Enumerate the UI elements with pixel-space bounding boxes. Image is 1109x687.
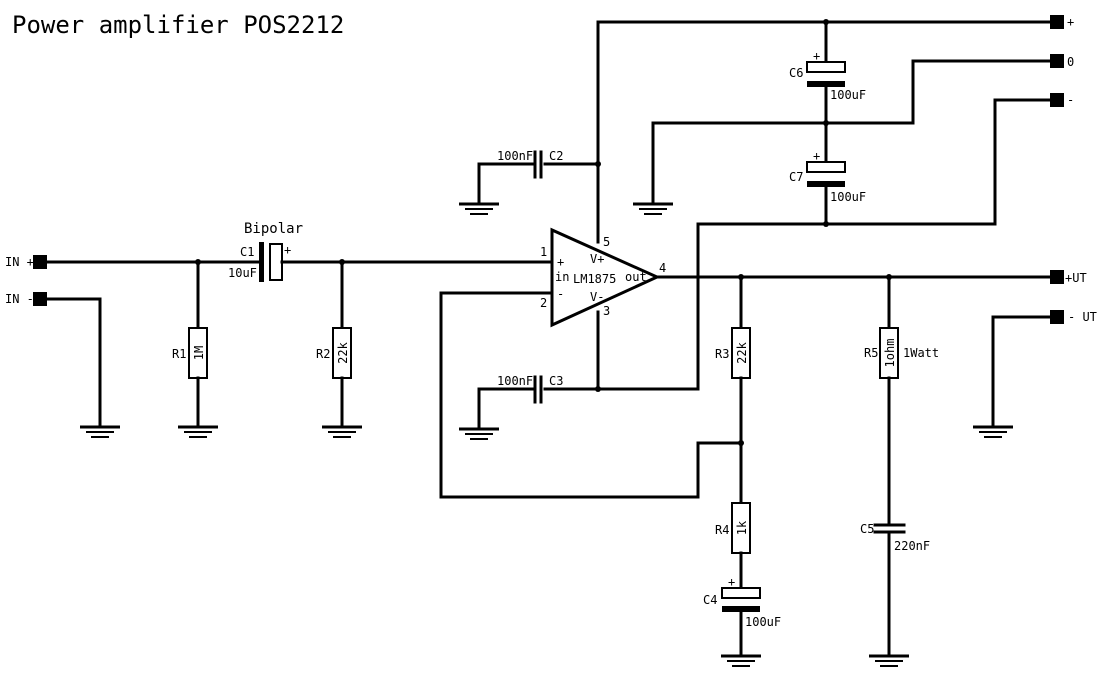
c1-bipolar-note: Bipolar xyxy=(244,221,303,237)
r1-ref: R1 xyxy=(172,347,186,361)
ic-in-minus: - xyxy=(557,287,564,301)
supply-zero-label: 0 xyxy=(1067,55,1074,69)
junction-dot xyxy=(738,440,744,446)
terminal-supply-minus[interactable]: - xyxy=(1050,93,1074,107)
capacitor-c6 xyxy=(806,61,846,73)
opamp-lm1875 xyxy=(550,227,661,328)
c7-plus-sign: + xyxy=(813,149,820,163)
r2-ref: R2 xyxy=(316,347,330,361)
ic-pin-5: 5 xyxy=(603,235,610,249)
capacitor-c1 xyxy=(259,242,283,282)
c1-value: 10uF xyxy=(228,266,257,280)
wire-c2-left xyxy=(477,162,535,204)
terminal-supply-zero[interactable]: 0 xyxy=(1050,54,1074,69)
ic-pin-4: 4 xyxy=(659,261,666,275)
r3-value: 22k xyxy=(735,341,749,363)
diagram-title: Power amplifier POS2212 xyxy=(12,11,344,39)
wire-supply-zero xyxy=(651,59,1052,204)
ic-pin-2: 2 xyxy=(540,296,547,310)
ic-name: LM1875 xyxy=(573,272,616,286)
r5-ref: R5 xyxy=(864,346,878,360)
r2-value: 22k xyxy=(336,341,350,363)
ground-symbol xyxy=(971,425,1015,439)
ic-in-plus: + xyxy=(557,255,564,269)
input-minus-label: IN - xyxy=(5,292,34,306)
ground-symbol xyxy=(631,202,675,216)
ground-symbol xyxy=(176,425,220,439)
c2-ref: C2 xyxy=(549,149,563,163)
ground-symbol xyxy=(867,654,911,668)
r5-value: 1ohm xyxy=(883,339,897,368)
c6-value: 100uF xyxy=(830,88,866,102)
capacitor-c4-plate xyxy=(722,606,760,612)
out-plus-label: +UT xyxy=(1065,271,1087,285)
c6-plus-sign: + xyxy=(813,49,820,63)
ground-symbol xyxy=(78,425,122,439)
r4-ref: R4 xyxy=(715,523,729,537)
ic-pin-1: 1 xyxy=(540,245,547,259)
capacitor-c4 xyxy=(721,587,761,599)
ic-vminus: V- xyxy=(590,290,604,304)
terminal-out-plus[interactable]: +UT xyxy=(1050,270,1087,285)
wire-supply-minus xyxy=(596,98,1052,391)
r3-ref: R3 xyxy=(715,347,729,361)
ground-symbol xyxy=(457,427,501,441)
terminal-out-minus[interactable]: - UT xyxy=(1050,310,1097,324)
r4-value: 1k xyxy=(735,520,749,535)
ic-pin-3: 3 xyxy=(603,304,610,318)
ground-symbol xyxy=(719,654,763,668)
supply-plus-label: + xyxy=(1067,15,1074,29)
wire-c3-left xyxy=(477,387,535,429)
c3-value: 100nF xyxy=(497,374,533,388)
ic-in-label: in xyxy=(555,270,569,284)
terminal-supply-plus[interactable]: + xyxy=(1050,15,1074,29)
c4-value: 100uF xyxy=(745,615,781,629)
r1-value: 1M xyxy=(192,346,206,360)
c2-value: 100nF xyxy=(497,149,533,163)
c5-value: 220nF xyxy=(894,539,930,553)
c7-value: 100uF xyxy=(830,190,866,204)
input-terminal-plus[interactable]: IN + xyxy=(5,255,47,269)
ground-symbol xyxy=(320,425,364,439)
ground-symbol xyxy=(457,202,501,216)
ic-vplus: V+ xyxy=(590,252,604,266)
wire-feedback xyxy=(439,291,743,499)
input-terminal-minus[interactable]: IN - xyxy=(5,292,47,306)
out-minus-label: - UT xyxy=(1068,310,1097,324)
r5-note: 1Watt xyxy=(903,346,939,360)
capacitor-c7 xyxy=(806,161,846,173)
c7-ref: C7 xyxy=(789,170,803,184)
capacitor-c7-plate xyxy=(807,181,845,187)
c4-plus-sign: + xyxy=(728,575,735,589)
c1-ref: C1 xyxy=(240,245,254,259)
c5-ref: C5 xyxy=(860,522,874,536)
input-plus-label: IN + xyxy=(5,255,34,269)
c6-ref: C6 xyxy=(789,66,803,80)
wire-out-minus xyxy=(991,315,1052,426)
c1-plus-sign: + xyxy=(284,243,291,257)
capacitor-c6-plate xyxy=(807,81,845,87)
c4-ref: C4 xyxy=(703,593,717,607)
supply-minus-label: - xyxy=(1067,93,1074,107)
wire-in-minus xyxy=(45,297,102,426)
c3-ref: C3 xyxy=(549,374,563,388)
ic-out-label: out xyxy=(625,270,647,284)
